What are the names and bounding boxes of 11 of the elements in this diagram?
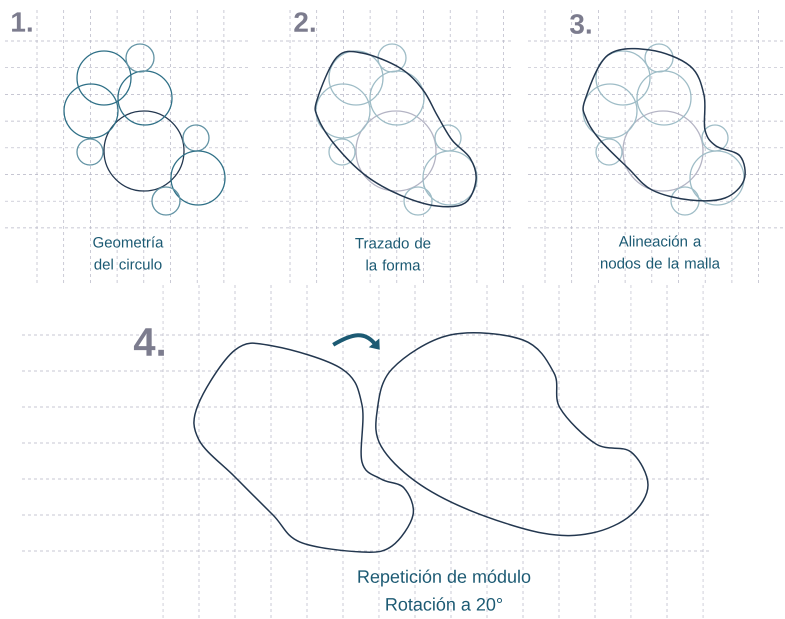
step-caption: Alineación a nodos de la malla: [600, 235, 720, 269]
shape-outline: [375, 332, 649, 536]
caption: Rotación a 20°: [386, 597, 502, 611]
caption: Repetición de módulo: [358, 570, 530, 586]
shape-outline: [193, 342, 414, 553]
step-number: 3.: [570, 14, 591, 34]
step-number: 2.: [294, 12, 315, 32]
step-caption: Geometría del circulo: [93, 236, 164, 270]
step-number: 1.: [12, 12, 32, 32]
step-number: 4.: [134, 328, 164, 356]
step-caption: Trazado de la forma: [355, 238, 430, 270]
